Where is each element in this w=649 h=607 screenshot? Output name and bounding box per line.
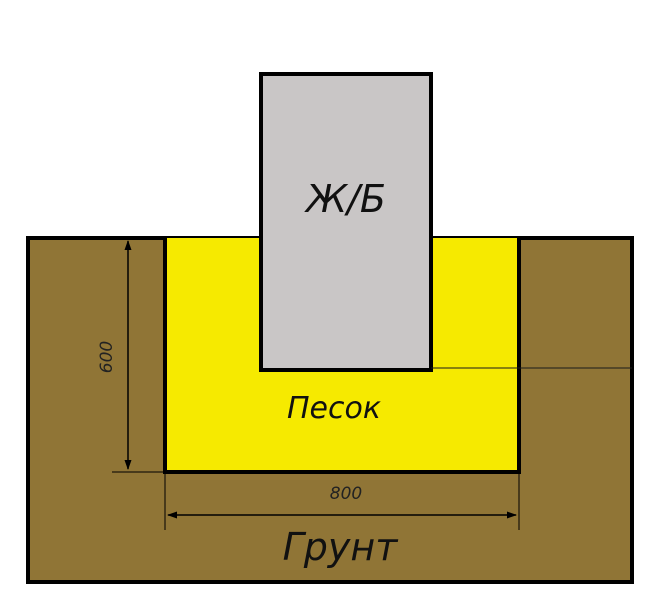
depth-dimension-label: 600 (97, 341, 117, 373)
concrete-post (259, 72, 433, 372)
soil-label: Грунт (283, 525, 400, 569)
concrete-label: Ж/Б (304, 177, 386, 221)
width-dimension-label: 800 (330, 484, 362, 504)
sand-label: Песок (287, 391, 381, 426)
trench-outline (163, 238, 521, 474)
